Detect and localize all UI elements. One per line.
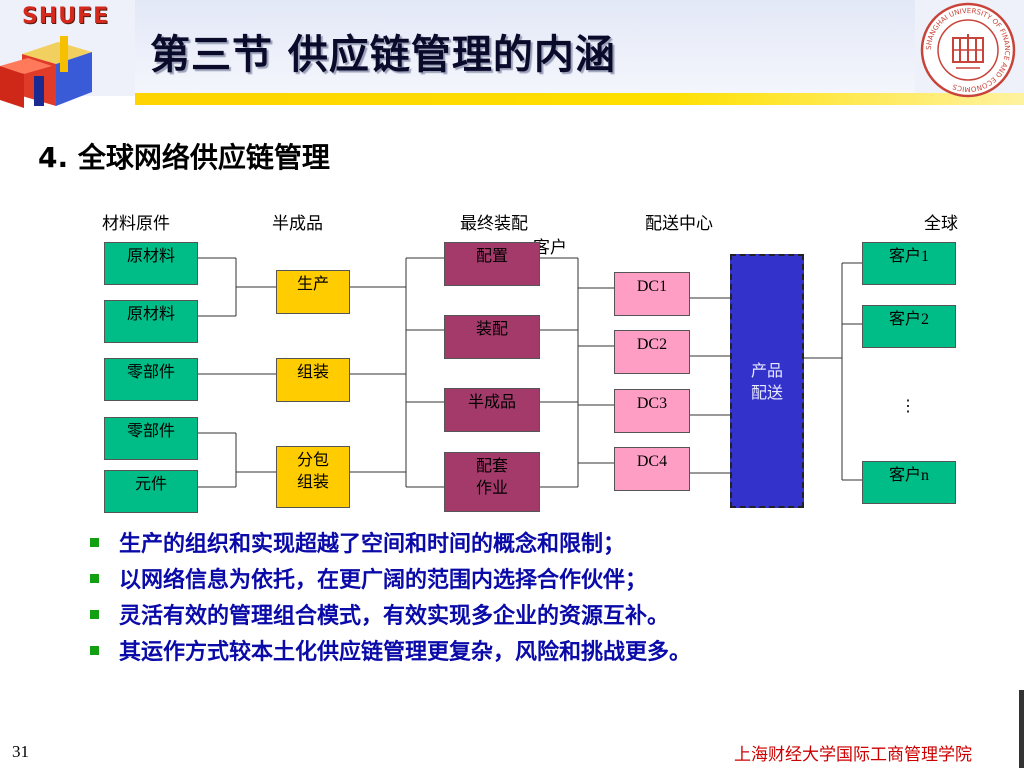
column-label-customer: 客户 xyxy=(533,238,567,257)
slide-title: 第三节 供应链管理的内涵 xyxy=(150,32,616,78)
column-label-global: 全球 xyxy=(924,214,958,233)
component-box: 零部件 xyxy=(104,358,198,401)
subcontract-line-1: 分包 xyxy=(296,452,329,469)
logo-cubes-icon xyxy=(0,36,92,108)
bullet-item: 灵活有效的管理组合模式，有效实现多企业的资源互补。 xyxy=(90,596,691,632)
column-label-final-assembly: 最终装配 xyxy=(460,214,528,233)
assembly-box: 组装 xyxy=(276,358,350,402)
dc-box: DC4 xyxy=(614,447,690,491)
dc-box: DC1 xyxy=(614,272,690,316)
bullet-text: 灵活有效的管理组合模式，有效实现多企业的资源互补。 xyxy=(119,604,670,629)
kit-operation-line-1: 配套 xyxy=(475,458,508,475)
page-number: 31 xyxy=(12,742,29,761)
square-bullet-icon xyxy=(90,645,99,655)
subcontract-assembly-box: 分包 组装 xyxy=(276,446,350,508)
section-subtitle: 4. 全球网络供应链管理 xyxy=(38,141,330,174)
title-background xyxy=(135,0,915,94)
bullet-item: 其运作方式较本土化供应链管理更复杂，风险和挑战更多。 xyxy=(90,632,691,668)
bullet-text: 生产的组织和实现超越了空间和时间的概念和限制； xyxy=(119,532,626,557)
component-box: 零部件 xyxy=(104,417,198,460)
semi-finished-box: 半成品 xyxy=(444,388,540,432)
bullet-item: 生产的组织和实现超越了空间和时间的概念和限制； xyxy=(90,524,691,560)
slide-edge-divider xyxy=(1019,690,1024,768)
element-box: 元件 xyxy=(104,470,198,513)
bullet-text: 以网络信息为依托，在更广阔的范围内选择合作伙伴； xyxy=(119,568,648,593)
final-assembly-box: 装配 xyxy=(444,315,540,359)
header-rule xyxy=(135,93,1024,105)
dc-box: DC2 xyxy=(614,330,690,374)
shufe-logo-text: SHUFE xyxy=(22,4,110,29)
column-label-distribution-center: 配送中心 xyxy=(645,214,713,233)
university-seal-icon: SHANGHAI UNIVERSITY OF FINANCE AND ECONO… xyxy=(920,2,1016,98)
square-bullet-icon xyxy=(90,573,99,583)
raw-material-box: 原材料 xyxy=(104,242,198,285)
customer-box: 客户2 xyxy=(862,305,956,348)
dc-box: DC3 xyxy=(614,389,690,433)
customer-ellipsis: ⋮ xyxy=(900,398,916,415)
subcontract-line-2: 组装 xyxy=(296,474,329,491)
institution-name: 上海财经大学国际工商管理学院 xyxy=(734,745,972,765)
customer-box: 客户n xyxy=(862,461,956,504)
customer-box: 客户1 xyxy=(862,242,956,285)
square-bullet-icon xyxy=(90,537,99,547)
product-delivery-box: 产品 配送 xyxy=(730,254,804,508)
square-bullet-icon xyxy=(90,609,99,619)
kit-operation-line-2: 作业 xyxy=(475,480,508,497)
product-delivery-line-2: 配送 xyxy=(750,384,783,402)
bullet-list: 生产的组织和实现超越了空间和时间的概念和限制； 以网络信息为依托，在更广阔的范围… xyxy=(90,524,691,668)
bullet-item: 以网络信息为依托，在更广阔的范围内选择合作伙伴； xyxy=(90,560,691,596)
production-box: 生产 xyxy=(276,270,350,314)
column-label-materials: 材料原件 xyxy=(102,214,170,233)
column-label-semi-products: 半成品 xyxy=(272,214,323,233)
product-delivery-line-1: 产品 xyxy=(750,362,783,380)
bullet-text: 其运作方式较本土化供应链管理更复杂，风险和挑战更多。 xyxy=(119,640,692,665)
configuration-box: 配置 xyxy=(444,242,540,286)
kit-operation-box: 配套 作业 xyxy=(444,452,540,512)
raw-material-box: 原材料 xyxy=(104,300,198,343)
